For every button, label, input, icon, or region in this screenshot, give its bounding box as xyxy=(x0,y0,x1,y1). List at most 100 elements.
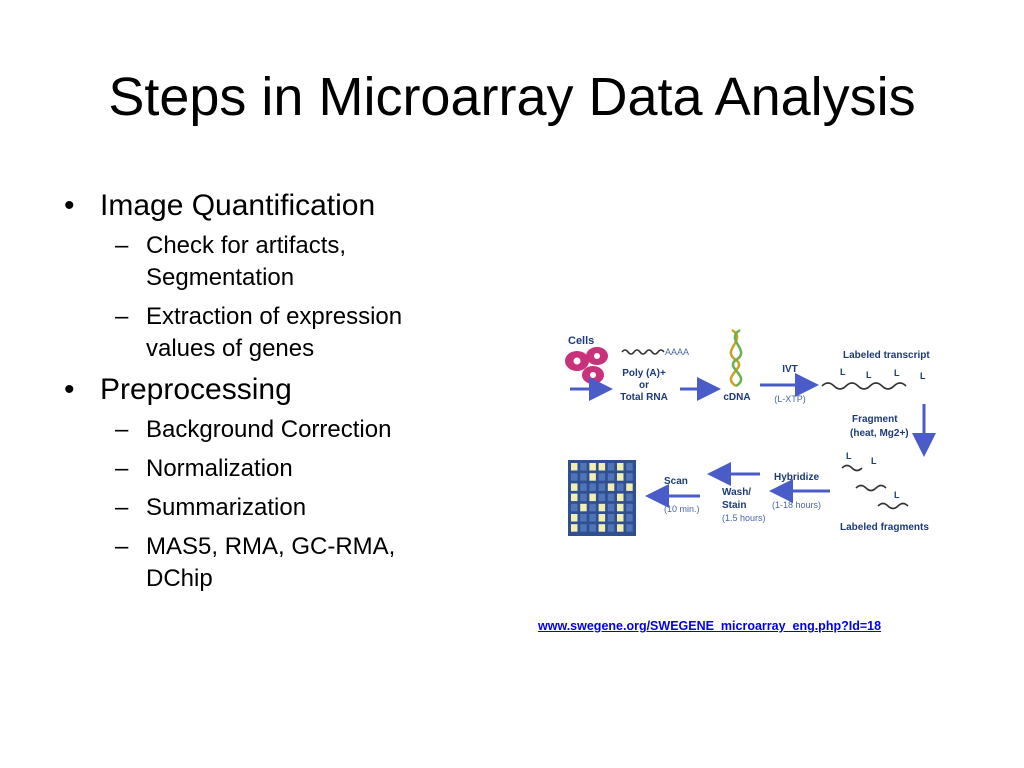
dash-mark: – xyxy=(115,494,129,521)
array-spot xyxy=(607,473,615,481)
sub-bullet-text: Check for artifacts, Segmentation xyxy=(146,232,347,291)
bullet-list: • Image Quantification – Check for artif… xyxy=(58,188,468,602)
sub-bullet-text: Summarization xyxy=(146,494,307,521)
dash-mark: – xyxy=(115,533,129,560)
ivt-sub-label: (L-XTP) xyxy=(774,394,806,404)
scan-sub-label: (10 min.) xyxy=(664,504,700,514)
bullet-image-quantification: • Image Quantification xyxy=(58,188,468,224)
dash-mark: – xyxy=(115,232,129,259)
array-spot xyxy=(617,503,624,512)
sub-bullet-text: MAS5, RMA, GC-RMA, DChip xyxy=(146,533,396,592)
array-spot xyxy=(571,473,578,481)
array-spot xyxy=(607,463,615,471)
array-spot xyxy=(571,463,578,471)
array-spot xyxy=(626,483,633,491)
cells-label: Cells xyxy=(568,335,594,347)
microarray-workflow-diagram: Cells AAAA Poly (A)+ or Total RNA cDNA I… xyxy=(565,328,936,536)
label-mark: L xyxy=(840,367,846,377)
array-spot xyxy=(626,503,633,512)
array-spot xyxy=(589,503,596,512)
array-spot xyxy=(580,463,587,471)
polya-tail-label: AAAA xyxy=(665,347,689,357)
array-spot xyxy=(607,493,615,502)
fragment-label-markers: L L L xyxy=(846,451,900,500)
dash-mark: – xyxy=(115,303,129,330)
bullet-preprocessing: • Preprocessing xyxy=(58,372,468,408)
sub-bullet-background-correction: – Background Correction xyxy=(58,414,468,446)
array-spot xyxy=(617,463,624,471)
cdna-label: cDNA xyxy=(723,392,750,403)
scan-label: Scan xyxy=(664,476,688,487)
stain-label: Stain xyxy=(722,500,746,511)
array-spot xyxy=(580,483,587,491)
label-mark: L xyxy=(894,490,900,500)
array-spot xyxy=(571,493,578,502)
total-rna-label: Total RNA xyxy=(620,392,668,403)
fragment-label: Fragment xyxy=(852,414,898,425)
array-spot xyxy=(607,483,615,491)
array-spot xyxy=(580,493,587,502)
bullet-mark: • xyxy=(64,189,75,222)
array-spot xyxy=(589,524,596,532)
array-spot xyxy=(617,473,624,481)
array-spot xyxy=(571,514,578,522)
array-spot xyxy=(571,503,578,512)
array-spot xyxy=(589,483,596,491)
array-spot xyxy=(626,514,633,522)
microarray-grid-icon xyxy=(568,460,636,536)
hybridize-label: Hybridize xyxy=(774,472,819,483)
array-spot xyxy=(598,483,606,491)
array-spot xyxy=(607,503,615,512)
bullet-text: Preprocessing xyxy=(100,373,292,406)
array-spot xyxy=(607,514,615,522)
labeled-fragments-label: Labeled fragments xyxy=(840,522,929,533)
array-spot xyxy=(626,463,633,471)
array-spot xyxy=(589,493,596,502)
polya-or-label: or xyxy=(639,380,649,391)
array-spot xyxy=(617,514,624,522)
array-spot xyxy=(589,473,596,481)
array-spot xyxy=(626,473,633,481)
array-spot xyxy=(617,493,624,502)
sub-bullet-methods: – MAS5, RMA, GC-RMA, DChip xyxy=(58,531,468,595)
array-spot xyxy=(626,493,633,502)
ivt-label: IVT xyxy=(782,364,798,375)
array-spot xyxy=(617,524,624,532)
sub-bullet-text: Normalization xyxy=(146,455,293,482)
array-spot xyxy=(580,473,587,481)
array-spot xyxy=(580,503,587,512)
sub-bullet-text: Extraction of expression values of genes xyxy=(146,303,403,362)
label-mark: L xyxy=(846,451,852,461)
array-spot xyxy=(571,483,578,491)
sub-bullet-artifacts: – Check for artifacts, Segmentation xyxy=(58,230,468,294)
sub-bullet-extraction: – Extraction of expression values of gen… xyxy=(58,301,468,365)
array-spot xyxy=(598,514,606,522)
array-spot xyxy=(617,483,624,491)
array-spot xyxy=(580,524,587,532)
dash-mark: – xyxy=(115,416,129,443)
cells-icon xyxy=(565,347,608,384)
label-mark: L xyxy=(871,456,877,466)
wash-sub-label: (1.5 hours) xyxy=(722,513,766,523)
fragments-icon xyxy=(841,464,909,510)
array-spot xyxy=(598,503,606,512)
hybridize-sub-label: (1-18 hours) xyxy=(772,500,821,510)
array-spot xyxy=(589,514,596,522)
dash-mark: – xyxy=(115,455,129,482)
label-mark: L xyxy=(920,371,926,381)
bullet-mark: • xyxy=(64,373,75,406)
slide-title: Steps in Microarray Data Analysis xyxy=(108,67,916,127)
polya-label: Poly (A)+ xyxy=(622,368,666,379)
array-spot xyxy=(598,473,606,481)
rna-strand-icon xyxy=(621,349,665,355)
source-link[interactable]: www.swegene.org/SWEGENE_microarray_eng.p… xyxy=(538,619,882,633)
sub-bullet-normalization: – Normalization xyxy=(58,453,468,485)
sub-bullet-summarization: – Summarization xyxy=(58,492,468,524)
wash-label: Wash/ xyxy=(722,487,751,498)
array-spot xyxy=(598,493,606,502)
array-spot xyxy=(598,463,606,471)
sub-bullet-text: Background Correction xyxy=(146,416,392,443)
labeled-transcript-strand-icon xyxy=(821,382,907,390)
label-mark: L xyxy=(866,370,872,380)
array-spot xyxy=(580,514,587,522)
